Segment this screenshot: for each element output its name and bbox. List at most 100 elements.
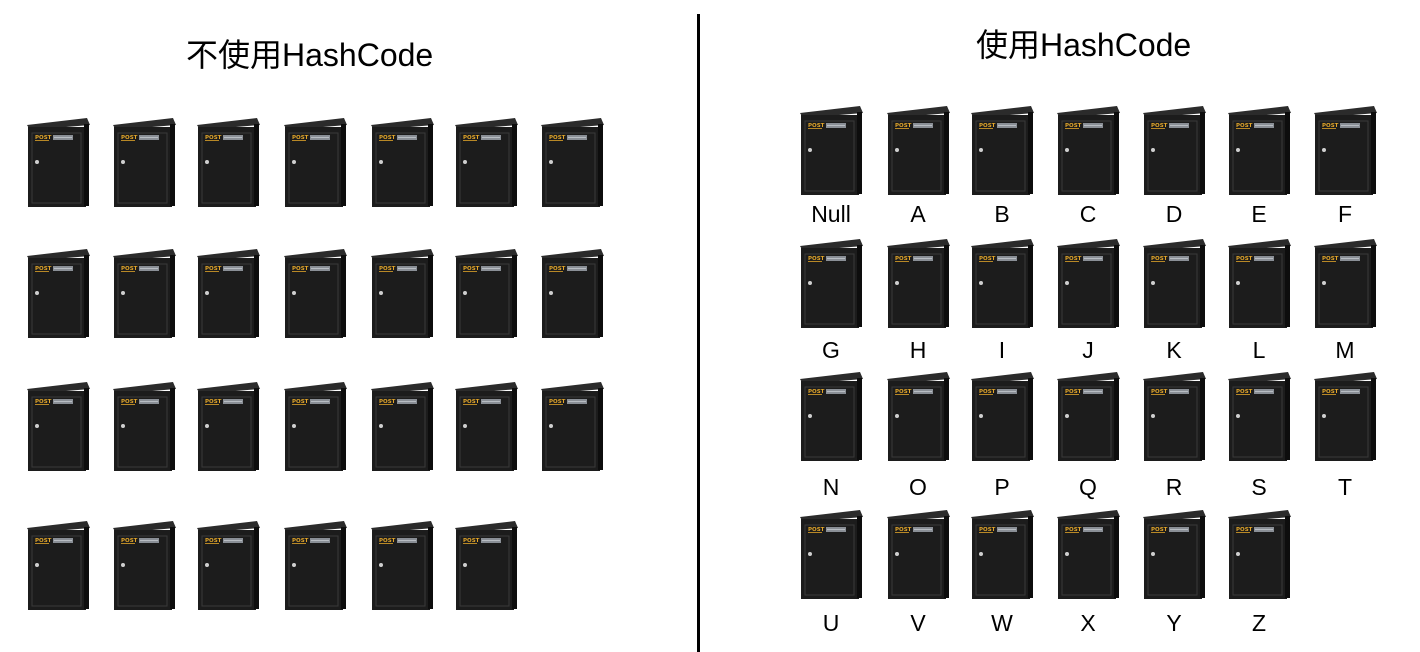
- svg-text:POST: POST: [549, 266, 566, 272]
- svg-text:POST: POST: [549, 399, 566, 405]
- svg-text:POST: POST: [1236, 256, 1253, 262]
- mailbox-icon: POST: [798, 236, 864, 330]
- svg-text:POST: POST: [121, 135, 138, 141]
- mailbox-label: N: [822, 474, 840, 500]
- svg-text:POST: POST: [1151, 527, 1168, 533]
- mailbox-label: G: [822, 337, 840, 363]
- mailbox-icon: POST: [1141, 507, 1207, 601]
- mailbox-icon: POST: [25, 115, 91, 209]
- mailbox-icon: POST: [885, 507, 951, 601]
- svg-text:POST: POST: [895, 256, 912, 262]
- mailbox-label: Q: [1079, 474, 1097, 500]
- mailbox-label: B: [994, 201, 1010, 227]
- svg-text:POST: POST: [979, 256, 996, 262]
- right-panel-title: 使用HashCode: [976, 27, 1192, 63]
- mailbox-label: D: [1165, 201, 1183, 227]
- svg-text:POST: POST: [1065, 256, 1082, 262]
- svg-text:POST: POST: [379, 538, 396, 544]
- mailbox-label: S: [1251, 474, 1267, 500]
- svg-text:POST: POST: [1065, 527, 1082, 533]
- mailbox-icon: POST: [1312, 103, 1378, 197]
- mailbox-label: R: [1165, 474, 1183, 500]
- mailbox-label: W: [991, 610, 1013, 636]
- mailbox-icon: POST: [282, 379, 348, 473]
- mailbox-icon: POST: [195, 379, 261, 473]
- mailbox-icon: POST: [1055, 507, 1121, 601]
- svg-text:POST: POST: [463, 538, 480, 544]
- mailbox-icon: POST: [25, 246, 91, 340]
- svg-text:POST: POST: [1151, 256, 1168, 262]
- svg-text:POST: POST: [808, 527, 825, 533]
- mailbox-label: K: [1166, 337, 1182, 363]
- mailbox-icon: POST: [885, 236, 951, 330]
- mailbox-icon: POST: [453, 115, 519, 209]
- svg-text:POST: POST: [379, 135, 396, 141]
- mailbox-label: I: [998, 337, 1006, 363]
- svg-text:POST: POST: [895, 527, 912, 533]
- mailbox-icon: POST: [1055, 236, 1121, 330]
- mailbox-icon: POST: [1141, 236, 1207, 330]
- svg-text:POST: POST: [379, 399, 396, 405]
- mailbox-icon: POST: [969, 103, 1035, 197]
- mailbox-icon: POST: [1055, 103, 1121, 197]
- mailbox-icon: POST: [111, 379, 177, 473]
- svg-text:POST: POST: [808, 123, 825, 129]
- mailbox-label: X: [1080, 610, 1096, 636]
- svg-text:POST: POST: [35, 399, 52, 405]
- mailbox-label: O: [909, 474, 927, 500]
- mailbox-icon: POST: [969, 369, 1035, 463]
- svg-text:POST: POST: [979, 527, 996, 533]
- svg-text:POST: POST: [121, 538, 138, 544]
- mailbox-icon: POST: [969, 236, 1035, 330]
- svg-text:POST: POST: [1065, 389, 1082, 395]
- mailbox-icon: POST: [369, 518, 435, 612]
- svg-text:POST: POST: [121, 399, 138, 405]
- mailbox-label: U: [822, 610, 840, 636]
- mailbox-icon: POST: [195, 246, 261, 340]
- mailbox-icon: POST: [25, 518, 91, 612]
- mailbox-icon: POST: [1141, 103, 1207, 197]
- mailbox-label: P: [994, 474, 1010, 500]
- mailbox-icon: POST: [539, 246, 605, 340]
- mailbox-icon: POST: [1312, 236, 1378, 330]
- svg-text:POST: POST: [1322, 389, 1339, 395]
- mailbox-label: J: [1082, 337, 1094, 363]
- mailbox-icon: POST: [885, 369, 951, 463]
- mailbox-icon: POST: [453, 379, 519, 473]
- svg-text:POST: POST: [35, 266, 52, 272]
- mailbox-icon: POST: [111, 246, 177, 340]
- svg-text:POST: POST: [1322, 256, 1339, 262]
- mailbox-icon: POST: [195, 518, 261, 612]
- mailbox-icon: POST: [969, 507, 1035, 601]
- mailbox-icon: POST: [798, 507, 864, 601]
- svg-text:POST: POST: [1236, 123, 1253, 129]
- svg-text:POST: POST: [463, 266, 480, 272]
- svg-text:POST: POST: [35, 135, 52, 141]
- mailbox-label: Null: [811, 201, 851, 227]
- svg-text:POST: POST: [1151, 389, 1168, 395]
- svg-text:POST: POST: [121, 266, 138, 272]
- svg-text:POST: POST: [292, 538, 309, 544]
- svg-text:POST: POST: [979, 389, 996, 395]
- mailbox-icon: POST: [369, 246, 435, 340]
- mailbox-label: M: [1335, 337, 1355, 363]
- svg-text:POST: POST: [979, 123, 996, 129]
- mailbox-icon: POST: [453, 518, 519, 612]
- svg-text:POST: POST: [292, 266, 309, 272]
- mailbox-icon: POST: [111, 518, 177, 612]
- mailbox-icon: POST: [539, 115, 605, 209]
- mailbox-label: Y: [1166, 610, 1182, 636]
- mailbox-label: E: [1251, 201, 1267, 227]
- mailbox-label: H: [909, 337, 927, 363]
- svg-text:POST: POST: [895, 389, 912, 395]
- mailbox-icon: POST: [1055, 369, 1121, 463]
- mailbox-icon: POST: [1226, 103, 1292, 197]
- mailbox-label: Z: [1251, 610, 1267, 636]
- svg-text:POST: POST: [808, 389, 825, 395]
- mailbox-icon: POST: [1226, 507, 1292, 601]
- mailbox-label: F: [1337, 201, 1353, 227]
- mailbox-icon: POST: [282, 518, 348, 612]
- mailbox-icon: POST: [798, 369, 864, 463]
- mailbox-icon: POST: [885, 103, 951, 197]
- mailbox-icon: POST: [1141, 369, 1207, 463]
